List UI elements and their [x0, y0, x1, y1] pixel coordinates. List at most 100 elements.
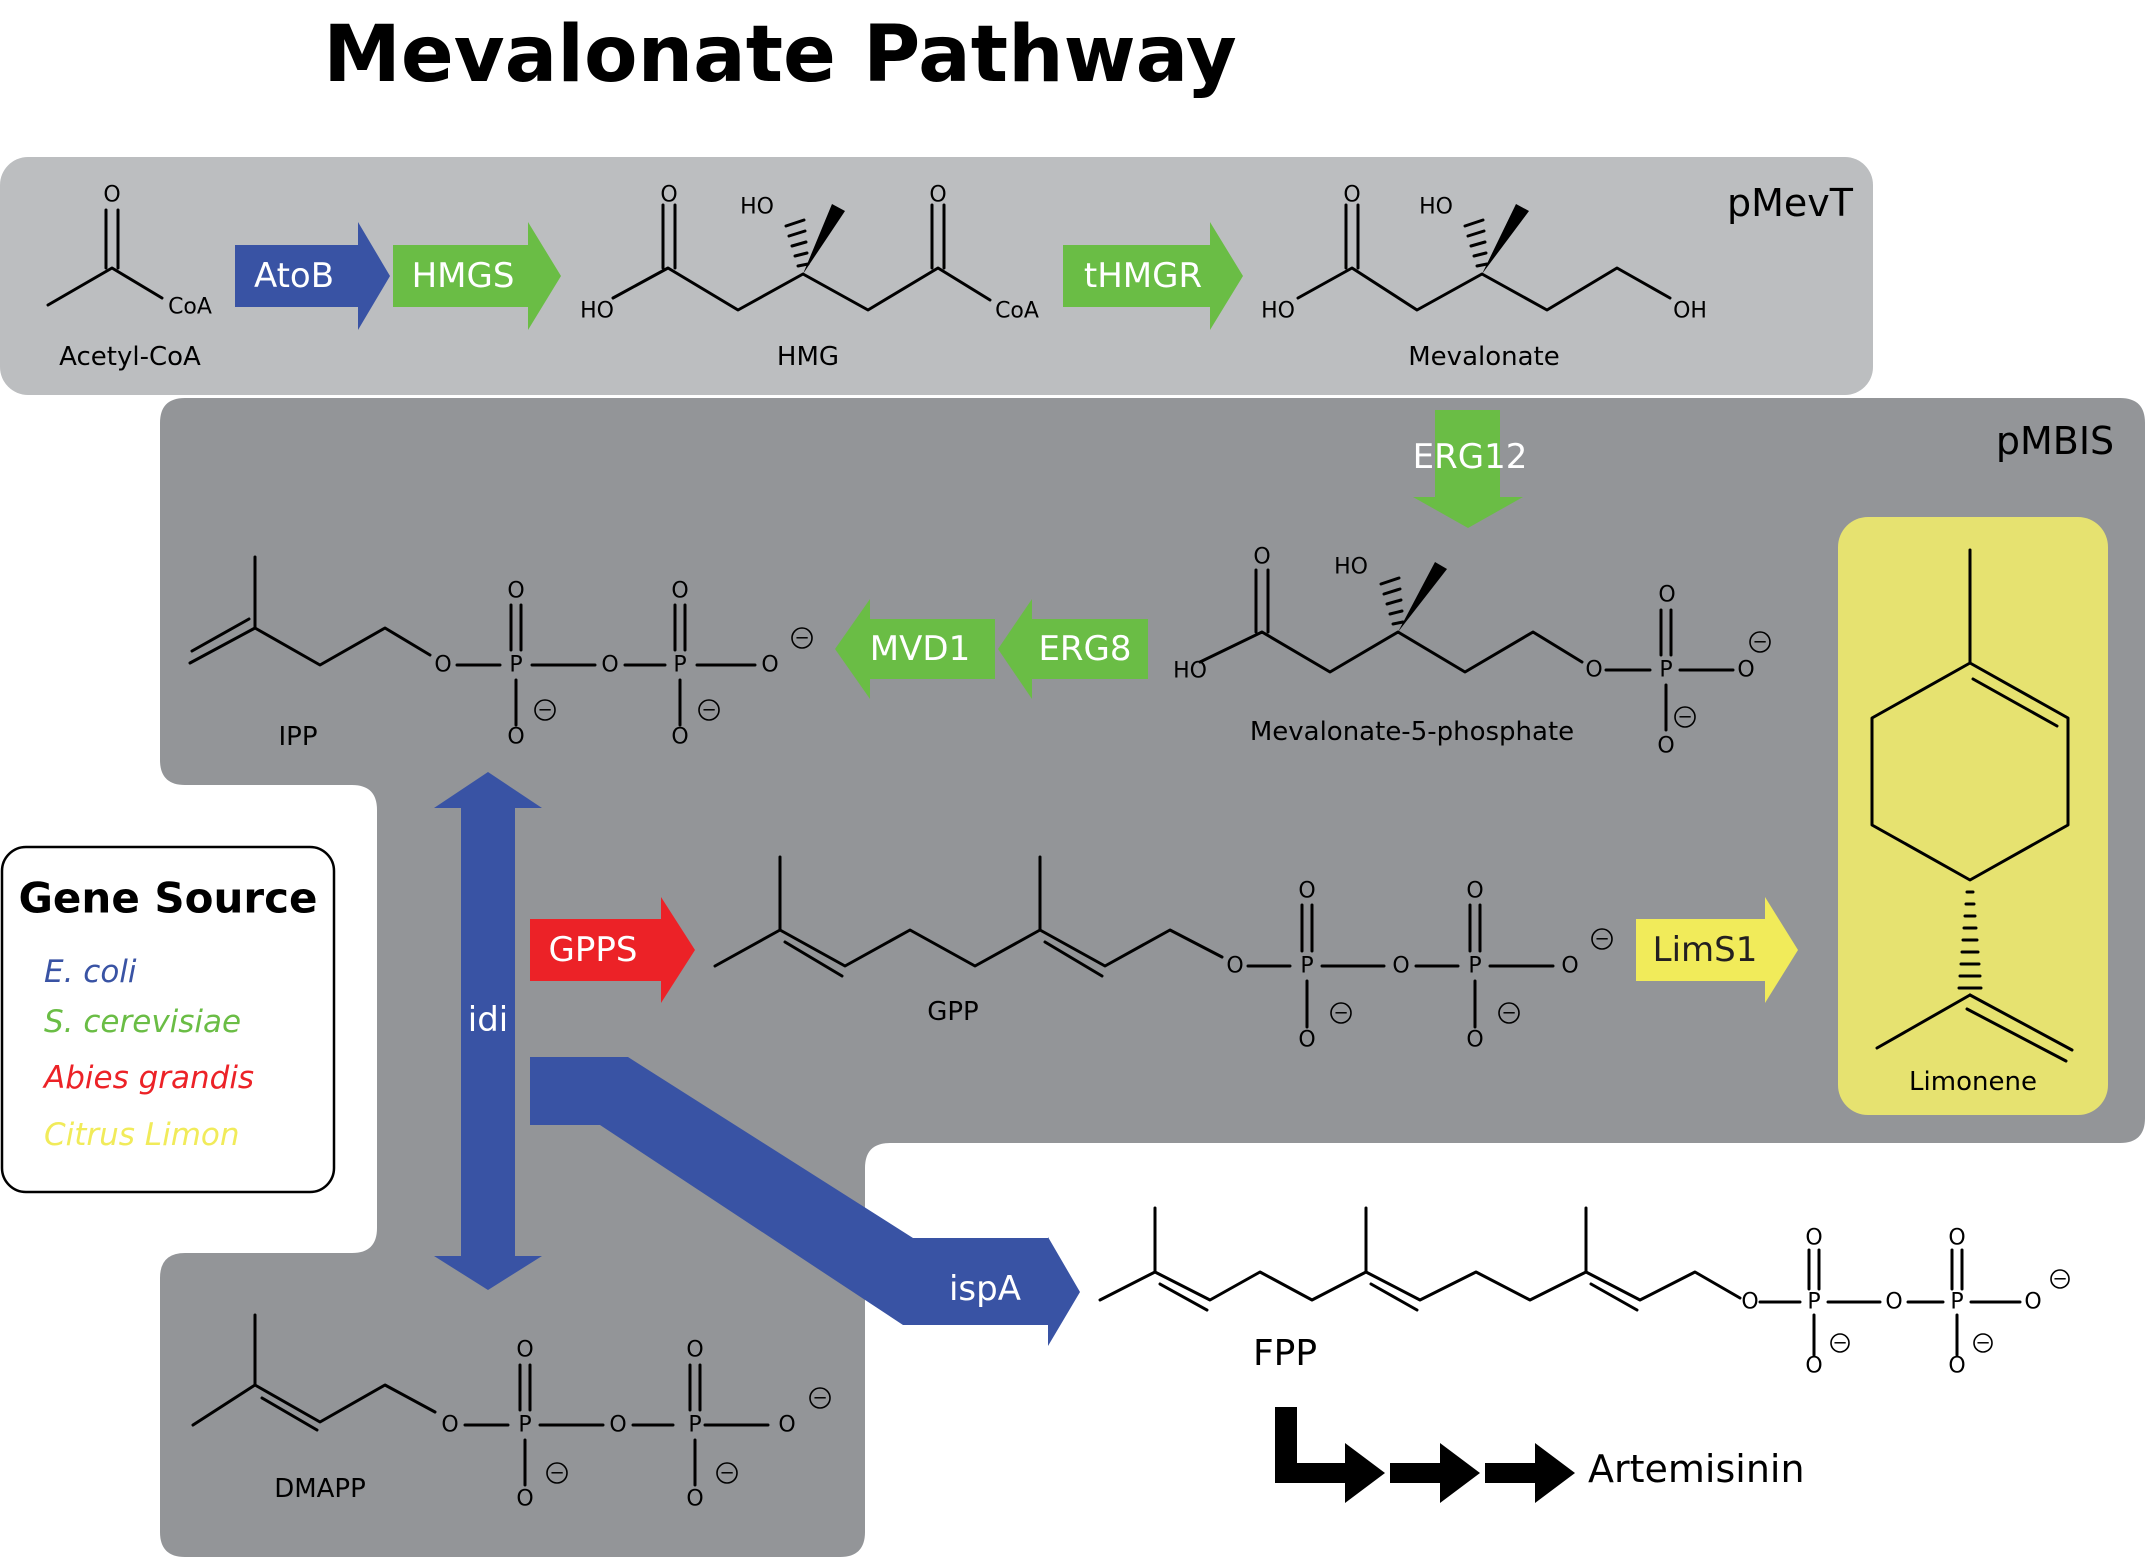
svg-text:O: O — [1253, 545, 1270, 570]
fpp-structure: O P O O O P O O O − − − — [1098, 1206, 2070, 1379]
svg-text:P: P — [1807, 1290, 1820, 1315]
svg-text:O: O — [609, 1413, 626, 1438]
enzyme-arrow-hmgs: HMGS — [393, 222, 561, 330]
svg-text:−: − — [719, 1463, 734, 1484]
svg-text:HO: HO — [1173, 659, 1207, 684]
svg-text:O: O — [1343, 183, 1360, 208]
svg-text:−: − — [1677, 707, 1692, 728]
svg-text:OH: OH — [1673, 299, 1707, 324]
ipp-structure: O P O O O P O O O − − − — [188, 555, 813, 750]
svg-text:O: O — [660, 183, 677, 208]
mevalonate-structure: O HO HO OH — [1261, 183, 1707, 324]
gene-source-legend: Gene Source E. coli S. cerevisiae Abies … — [0, 845, 336, 1194]
svg-text:O: O — [1561, 954, 1578, 979]
svg-text:O: O — [103, 183, 120, 208]
svg-text:HO: HO — [1419, 195, 1453, 220]
svg-text:HO: HO — [740, 195, 774, 220]
svg-text:O: O — [1948, 1354, 1965, 1379]
svg-text:P: P — [673, 653, 686, 678]
acetyl-coa-structure: O CoA — [46, 183, 212, 320]
svg-text:ERG12: ERG12 — [1413, 437, 1528, 477]
enzyme-arrow-ispa: ispA — [530, 1057, 1080, 1346]
svg-text:CoA: CoA — [995, 299, 1039, 324]
svg-text:O: O — [516, 1338, 533, 1363]
hmg-structure: O O HO HO CoA — [580, 183, 1039, 324]
svg-text:ERG8: ERG8 — [1038, 629, 1131, 669]
svg-text:P: P — [1300, 954, 1313, 979]
legend-item-ecoli: E. coli — [44, 954, 137, 990]
enzyme-arrow-gpps: GPPS — [530, 897, 695, 1003]
plasmid-label-pmbis: pMBIS — [1996, 419, 2114, 463]
enzyme-arrow-lims1: LimS1 — [1636, 897, 1798, 1003]
svg-text:ispA: ispA — [949, 1269, 1021, 1309]
compound-label-ipp: IPP — [278, 722, 317, 752]
svg-text:P: P — [688, 1413, 701, 1438]
svg-text:O: O — [686, 1338, 703, 1363]
svg-text:P: P — [509, 653, 522, 678]
compound-label-mevalonate-5-phosphate: Mevalonate-5-phosphate — [1250, 717, 1574, 747]
enzyme-arrow-erg8: ERG8 — [998, 599, 1148, 699]
compound-label-dmapp: DMAPP — [274, 1474, 366, 1504]
enzyme-arrow-atob: AtoB — [235, 222, 390, 330]
svg-text:O: O — [671, 725, 688, 750]
svg-text:O: O — [1657, 734, 1674, 759]
svg-text:−: − — [537, 700, 552, 721]
plasmid-label-pmevt: pMevT — [1727, 181, 1854, 225]
svg-text:P: P — [1659, 658, 1672, 683]
svg-text:O: O — [1226, 954, 1243, 979]
compound-label-mevalonate: Mevalonate — [1408, 342, 1559, 372]
svg-text:−: − — [794, 628, 809, 649]
svg-text:O: O — [507, 725, 524, 750]
svg-text:O: O — [778, 1413, 795, 1438]
dmapp-structure: O P O O O P O O O − − − — [191, 1313, 831, 1512]
compound-label-limonene: Limonene — [1909, 1067, 2037, 1097]
limonene-structure — [1870, 548, 2074, 1063]
svg-text:O: O — [1741, 1290, 1758, 1315]
legend-item-abies-grandis: Abies grandis — [42, 1060, 254, 1096]
pmevt-box — [0, 157, 1873, 395]
enzyme-arrow-idi: idi — [434, 772, 542, 1290]
compound-label-fpp: FPP — [1253, 1333, 1317, 1374]
svg-text:O: O — [1466, 1028, 1483, 1053]
svg-text:−: − — [1594, 929, 1609, 950]
svg-text:P: P — [518, 1413, 531, 1438]
svg-text:O: O — [516, 1487, 533, 1512]
enzyme-arrow-erg12: ERG12 — [1413, 410, 1528, 528]
svg-text:HO: HO — [580, 299, 614, 324]
svg-text:idi: idi — [468, 1000, 508, 1040]
svg-text:O: O — [507, 579, 524, 604]
svg-text:−: − — [549, 1463, 564, 1484]
svg-text:O: O — [929, 183, 946, 208]
svg-text:O: O — [1948, 1226, 1965, 1251]
svg-text:O: O — [1885, 1290, 1902, 1315]
svg-text:AtoB: AtoB — [254, 256, 334, 296]
diagram-title: Mevalonate Pathway — [323, 10, 1237, 100]
svg-text:O: O — [1737, 658, 1754, 683]
compound-label-acetyl-coa: Acetyl-CoA — [59, 342, 201, 372]
svg-text:−: − — [1501, 1003, 1516, 1024]
svg-text:−: − — [1333, 1003, 1348, 1024]
svg-text:HO: HO — [1261, 299, 1295, 324]
svg-text:−: − — [1752, 632, 1767, 653]
limonene-box — [1838, 517, 2108, 1115]
svg-text:−: − — [701, 700, 716, 721]
svg-text:HO: HO — [1334, 555, 1368, 580]
svg-text:O: O — [441, 1413, 458, 1438]
legend-item-citrus-limon: Citrus Limon — [44, 1117, 240, 1153]
svg-text:O: O — [671, 579, 688, 604]
compound-label-artemisinin: Artemisinin — [1588, 1447, 1805, 1491]
pmbis-box — [160, 398, 2145, 1557]
svg-text:O: O — [434, 653, 451, 678]
svg-text:O: O — [601, 653, 618, 678]
svg-text:−: − — [812, 1388, 827, 1409]
svg-text:O: O — [1298, 879, 1315, 904]
enzyme-arrow-mvd1: MVD1 — [835, 599, 995, 699]
svg-text:P: P — [1950, 1290, 1963, 1315]
svg-text:O: O — [686, 1487, 703, 1512]
svg-text:P: P — [1468, 954, 1481, 979]
mevalonate-5-phosphate-structure: O HO HO O P O O O − − — [1173, 545, 1771, 759]
svg-text:O: O — [1392, 954, 1409, 979]
legend-title: Gene Source — [18, 874, 317, 923]
svg-text:LimS1: LimS1 — [1653, 930, 1758, 970]
